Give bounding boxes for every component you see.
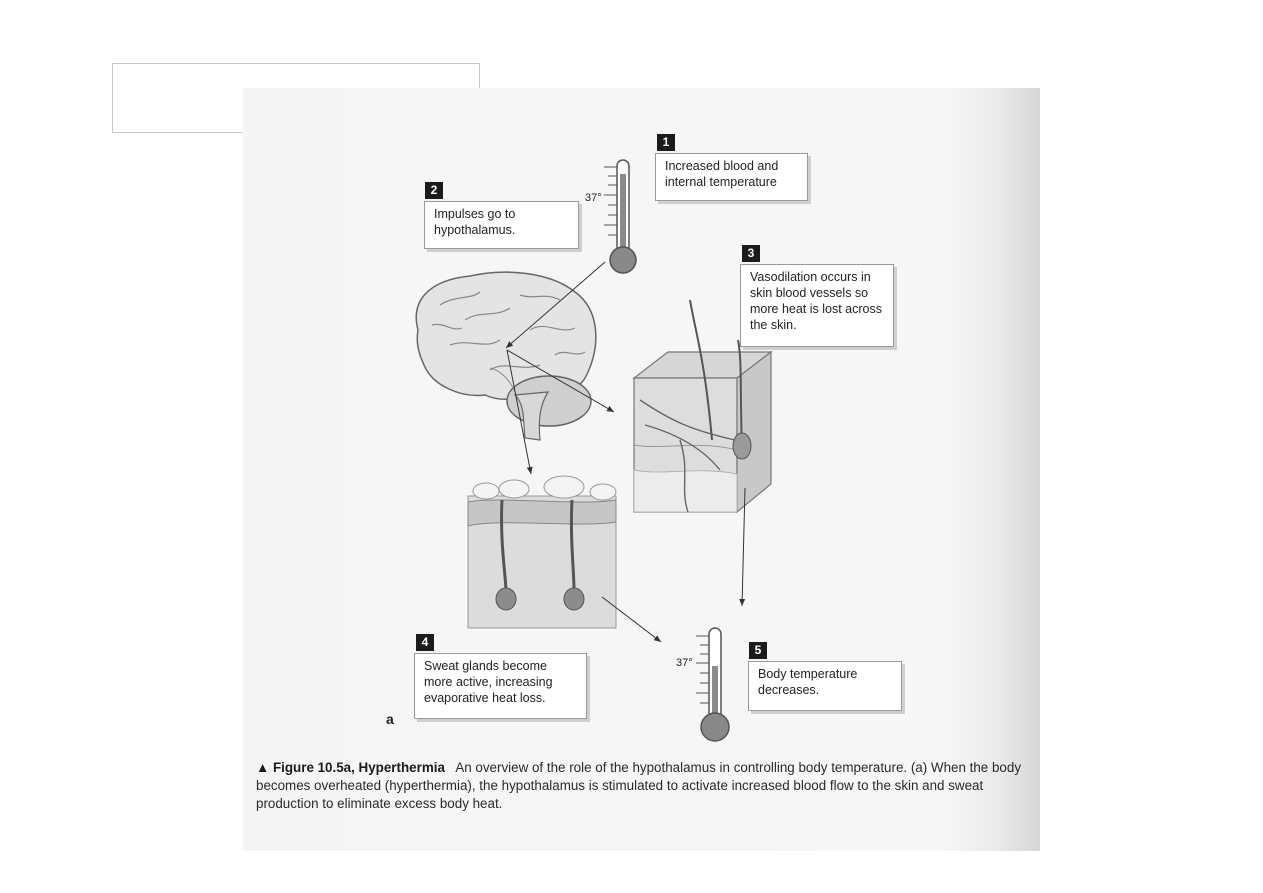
thermometer-2-label: 37° (676, 657, 693, 669)
step-3-badge: 3 (742, 245, 760, 262)
sweat-gland-illustration (467, 475, 617, 629)
step-4-callout: Sweat glands become more active, increas… (414, 653, 587, 719)
step-4-badge: 4 (416, 634, 434, 651)
step-5-badge: 5 (749, 642, 767, 659)
figure-caption-text: An overview of the role of the hypothala… (256, 760, 1022, 811)
thermometer-1-label: 37° (585, 192, 602, 204)
step-2-callout: Impulses go to hypothalamus. (424, 201, 579, 249)
thermometer-normal-icon (696, 627, 730, 742)
step-1-callout: Increased blood and internal temperature (655, 153, 808, 201)
step-1-badge: 1 (657, 134, 675, 151)
step-2-badge: 2 (425, 182, 443, 199)
figure-label: ▲ Figure 10.5a, Hyperthermia (256, 760, 445, 775)
flow-arrows (505, 261, 746, 643)
figure-caption: ▲ Figure 10.5a, Hyperthermia An overview… (256, 759, 1030, 813)
thermometer-high-icon (604, 159, 637, 274)
step-3-callout: Vasodilation occurs in skin blood vessel… (740, 264, 894, 347)
skin-block-illustration (632, 299, 773, 514)
brain-illustration (415, 271, 597, 441)
step-5-callout: Body temperature decreases. (748, 661, 902, 711)
panel-letter: a (386, 711, 394, 727)
